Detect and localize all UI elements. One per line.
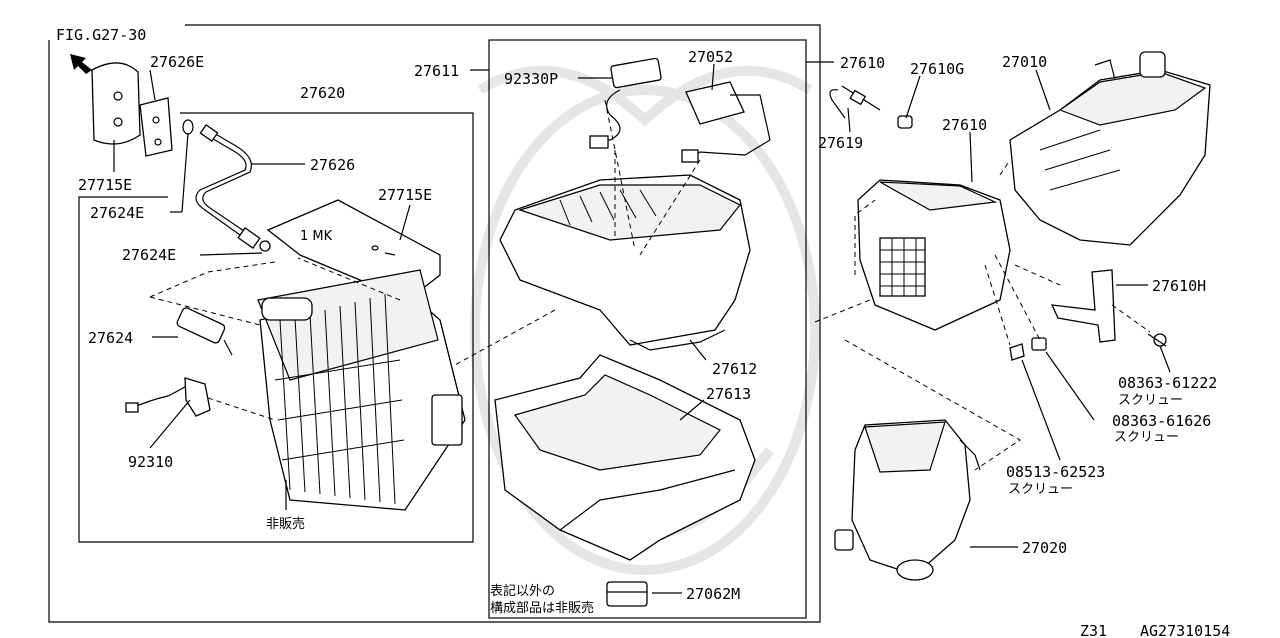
screw-08363-61222 <box>1147 333 1167 347</box>
label-27052: 27052 <box>688 48 733 66</box>
label-27626: 27626 <box>310 156 355 174</box>
lower-case-27613 <box>494 354 756 561</box>
hose-27619 <box>829 85 881 119</box>
leader-lines <box>113 61 1171 594</box>
left-subframe <box>78 112 474 543</box>
label-27624E-b: 27624E <box>122 246 176 264</box>
label-27610-b: 27610 <box>942 116 987 134</box>
label-screw-a: スクリュー <box>1118 393 1183 408</box>
label-27620: 27620 <box>300 84 345 102</box>
gasket-27626E <box>139 97 194 157</box>
unit-27010 <box>1009 51 1211 246</box>
screw-08513-62523 <box>1009 343 1025 361</box>
left-connector-lines <box>149 257 401 421</box>
label-27611: 27611 <box>414 62 459 80</box>
relay-27052 <box>681 81 771 163</box>
center-connector-lines <box>454 99 701 366</box>
label-not-sold: 非販売 <box>266 516 305 532</box>
label-27624: 27624 <box>88 329 133 347</box>
screw-08363-61626 <box>1031 337 1047 351</box>
label-27610-a: 27610 <box>840 54 885 72</box>
harness-92310 <box>125 377 211 417</box>
sensor-27624 <box>176 307 233 356</box>
label-screw-c: スクリュー <box>1008 482 1073 497</box>
label-27020: 27020 <box>1022 539 1067 557</box>
note-line-2: 構成部品は非販売 <box>490 600 594 616</box>
label-27715E-b: 27715E <box>378 186 432 204</box>
label-27062M: 27062M <box>686 585 740 603</box>
label-27624E-a: 27624E <box>90 204 144 222</box>
label-27612: 27612 <box>712 360 757 378</box>
label-92330P: 92330P <box>504 70 558 88</box>
clip-27062M <box>606 581 648 607</box>
bracket-27610H <box>1050 269 1116 343</box>
label-27610H: 27610H <box>1152 277 1206 295</box>
footer-code: AG27310154 <box>1140 622 1230 638</box>
label-27715E-a: 27715E <box>78 176 132 194</box>
front-arrow-icon <box>70 54 92 74</box>
label-27010: 27010 <box>1002 53 1047 71</box>
label-27610G: 27610G <box>910 60 964 78</box>
case-27610 <box>857 179 1011 331</box>
connector-92330P <box>589 57 662 149</box>
label-08363-61222: 08363-61222 <box>1118 374 1217 392</box>
center-frame <box>488 39 807 619</box>
label-27619: 27619 <box>818 134 863 152</box>
part-labels: FIG.G27-30 27715E 27626E 27620 27626 277… <box>56 26 1230 638</box>
label-27613: 27613 <box>706 385 751 403</box>
evaporator-assembly <box>257 269 466 511</box>
figure-label: FIG.G27-30 <box>56 26 146 44</box>
right-connector-lines <box>814 159 1151 471</box>
label-screw-b: スクリュー <box>1114 430 1179 445</box>
note-line-1: 表記以外の <box>490 583 555 599</box>
upper-case-27612 <box>499 174 751 351</box>
pad-27715E <box>91 62 141 145</box>
label-92310: 92310 <box>128 453 173 471</box>
footer-model: Z31 <box>1080 622 1107 638</box>
label-08513-62523: 08513-62523 <box>1006 463 1105 481</box>
pipe-27626 <box>195 123 271 252</box>
svg-text:1 MK: 1 MK <box>300 229 333 244</box>
grommet-27610G <box>897 115 913 129</box>
outer-frame <box>48 24 821 623</box>
blower-27020 <box>834 419 981 581</box>
label-27626E: 27626E <box>150 53 204 71</box>
label-08363-61626: 08363-61626 <box>1112 412 1211 430</box>
